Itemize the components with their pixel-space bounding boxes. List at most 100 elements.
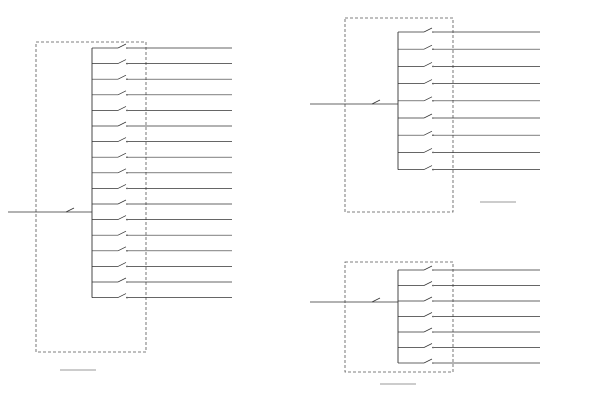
circuit-contact-dot <box>126 187 128 190</box>
circuit-breaker-symbol <box>423 79 433 84</box>
circuit-breaker-symbol <box>423 281 433 286</box>
circuit-contact-dot <box>126 296 128 299</box>
incoming-breaker-symbol <box>371 297 381 303</box>
circuit-breaker-symbol <box>423 44 433 50</box>
circuit-row <box>398 27 540 33</box>
circuit-contact-dot <box>126 109 128 112</box>
circuit-row <box>92 137 232 143</box>
circuit-contact-dot <box>126 265 128 268</box>
circuit-contact-dot <box>432 134 434 136</box>
panel-enclosure <box>35 41 147 353</box>
circuit-row <box>92 121 232 127</box>
circuit-contact-dot <box>432 331 434 333</box>
circuit-breaker-symbol <box>423 358 433 364</box>
circuit-breaker-symbol <box>117 43 127 49</box>
circuit-breaker-symbol <box>423 96 433 102</box>
circuit-row <box>92 43 232 49</box>
circuit-breaker-symbol <box>117 184 127 189</box>
circuit-breaker-symbol <box>117 121 127 127</box>
circuit-row <box>398 44 540 50</box>
circuit-row <box>92 262 232 268</box>
circuit-breaker-symbol <box>423 265 433 271</box>
circuit-row <box>398 358 540 364</box>
right-bottom-panel-diagram <box>310 261 540 385</box>
circuit-breaker-symbol <box>423 130 433 136</box>
circuit-contact-dot <box>126 156 128 158</box>
circuit-row <box>398 113 540 119</box>
circuit-contact-dot <box>126 203 128 205</box>
circuit-row <box>92 246 232 252</box>
circuit-row <box>398 130 540 136</box>
circuit-contact-dot <box>432 65 434 68</box>
circuit-breaker-symbol <box>117 59 127 64</box>
circuit-contact-dot <box>432 82 434 85</box>
circuit-breaker-symbol <box>423 343 433 348</box>
circuit-contact-dot <box>432 362 434 364</box>
circuit-row <box>92 74 232 80</box>
circuit-contact-dot <box>432 48 434 50</box>
circuit-contact-dot <box>126 140 128 143</box>
circuit-row <box>398 79 540 85</box>
circuit-row <box>92 215 232 221</box>
circuit-breaker-symbol <box>117 262 127 267</box>
circuit-row <box>92 106 232 112</box>
circuit-contact-dot <box>126 234 128 236</box>
circuit-breaker-symbol <box>117 168 127 174</box>
circuit-breaker-symbol <box>423 62 433 67</box>
circuit-row <box>398 281 540 287</box>
circuit-row <box>398 265 540 271</box>
circuit-row <box>92 184 232 190</box>
circuit-row <box>398 296 540 302</box>
circuit-breaker-symbol <box>117 293 127 298</box>
circuit-contact-dot <box>432 300 434 302</box>
circuit-breaker-symbol <box>423 165 433 170</box>
circuit-row <box>92 168 232 174</box>
circuit-contact-dot <box>432 269 434 271</box>
circuit-row <box>92 90 232 96</box>
circuit-contact-dot <box>432 100 434 102</box>
circuit-row <box>92 152 232 158</box>
circuit-contact-dot <box>432 168 434 171</box>
circuit-breaker-symbol <box>117 90 127 96</box>
circuit-breaker-symbol <box>117 277 127 283</box>
circuit-contact-dot <box>126 218 128 221</box>
circuit-contact-dot <box>126 172 128 174</box>
circuit-breaker-symbol <box>117 152 127 158</box>
circuit-breaker-symbol <box>423 27 433 33</box>
circuit-breaker-symbol <box>423 148 433 153</box>
circuit-breaker-symbol <box>117 246 127 252</box>
circuit-row <box>398 62 540 68</box>
circuit-row <box>398 96 540 102</box>
panel-enclosure <box>344 17 454 213</box>
circuit-contact-dot <box>126 250 128 252</box>
circuit-row <box>92 230 232 236</box>
circuit-breaker-symbol <box>117 215 127 220</box>
circuit-contact-dot <box>126 94 128 96</box>
circuit-contact-dot <box>126 78 128 80</box>
circuit-row <box>92 199 232 205</box>
circuit-row <box>398 343 540 349</box>
right-top-panel-diagram <box>310 17 540 213</box>
circuit-breaker-symbol <box>117 199 127 205</box>
circuit-row <box>92 277 232 283</box>
circuit-breaker-symbol <box>423 327 433 333</box>
circuit-row <box>92 293 232 299</box>
circuit-breaker-symbol <box>117 137 127 142</box>
circuit-contact-dot <box>126 281 128 283</box>
circuit-contact-dot <box>432 151 434 154</box>
circuit-breaker-symbol <box>117 230 127 236</box>
incoming-breaker-symbol <box>371 99 381 105</box>
circuit-breaker-symbol <box>117 106 127 111</box>
panel-enclosure <box>344 261 454 373</box>
circuit-breaker-symbol <box>423 113 433 119</box>
circuit-row <box>398 148 540 154</box>
circuit-contact-dot <box>126 62 128 65</box>
circuit-contact-dot <box>432 117 434 119</box>
circuit-breaker-symbol <box>423 296 433 302</box>
incoming-breaker-symbol <box>65 207 75 213</box>
circuit-breaker-symbol <box>423 312 433 317</box>
circuit-contact-dot <box>126 125 128 127</box>
circuit-contact-dot <box>126 47 128 49</box>
circuit-row <box>398 312 540 318</box>
